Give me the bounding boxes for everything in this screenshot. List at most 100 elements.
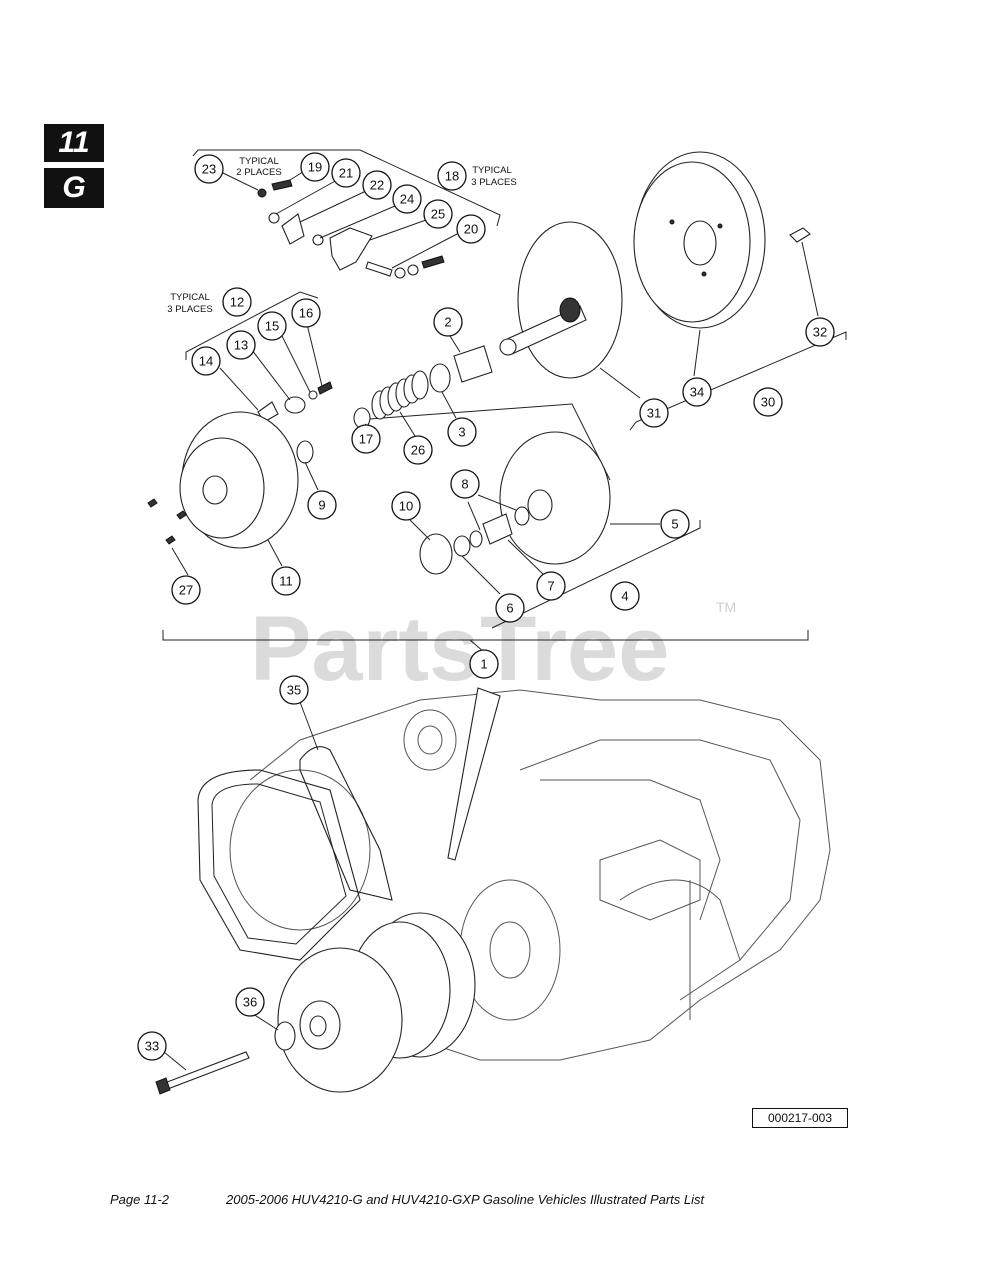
- washer-6: [453, 535, 471, 557]
- washer-10: [419, 533, 453, 575]
- figure-id-label: 000217-003: [752, 1108, 848, 1128]
- bolt-32: [789, 227, 811, 243]
- callout-18: 18: [437, 161, 467, 191]
- chapter-tab: 11: [44, 124, 104, 162]
- svg-text:23: 23: [202, 162, 216, 177]
- callout-14: 14: [191, 346, 221, 376]
- callout-34: 35: [279, 675, 309, 705]
- svg-text:11: 11: [279, 574, 293, 589]
- bushing-13: [284, 396, 306, 414]
- washer-21: [268, 212, 280, 224]
- spider-3: [429, 363, 451, 393]
- svg-text:2: 2: [444, 315, 451, 330]
- svg-text:14: 14: [199, 354, 213, 369]
- svg-text:26: 26: [411, 443, 425, 458]
- svg-text:24: 24: [400, 192, 414, 207]
- callout-6: 6: [495, 593, 525, 623]
- svg-text:21: 21: [339, 166, 353, 181]
- bushing-7: [482, 513, 513, 545]
- weight-arm-25: [329, 227, 373, 271]
- svg-text:31: 31: [647, 406, 661, 421]
- callout-1: 1: [469, 649, 499, 679]
- svg-text:7: 7: [547, 579, 554, 594]
- footer-page-number: Page 11-2: [110, 1192, 170, 1207]
- section-tab: G: [44, 168, 104, 208]
- spring-26: [371, 370, 429, 420]
- engine-assembly: [229, 689, 831, 1061]
- callout-31: 31: [639, 398, 669, 428]
- callout-15: 15: [257, 311, 287, 341]
- svg-text:27: 27: [179, 583, 193, 598]
- svg-text:19: 19: [308, 160, 322, 175]
- callout-32: 32: [805, 317, 835, 347]
- svg-text:15: 15: [265, 319, 279, 334]
- callout-22: 22: [362, 170, 392, 200]
- svg-text:12: 12: [230, 295, 244, 310]
- callout-11: 11: [271, 566, 301, 596]
- svg-text:17: 17: [359, 432, 373, 447]
- callout-16: 16: [291, 298, 321, 328]
- callout-36: 36: [235, 987, 265, 1017]
- washer-23: [257, 188, 267, 198]
- pin-24: [365, 261, 393, 277]
- svg-text:5: 5: [671, 517, 678, 532]
- washer-15: [308, 390, 318, 400]
- svg-text:25: 25: [431, 207, 445, 222]
- callout-17: 17: [351, 424, 381, 454]
- note-typical-c: TYPICAL: [170, 292, 210, 303]
- svg-text:3: 3: [458, 425, 465, 440]
- bracket-1: [162, 630, 809, 641]
- callout-7: 7: [536, 571, 566, 601]
- callout-2: 2: [433, 307, 463, 337]
- svg-text:9: 9: [318, 498, 325, 513]
- svg-text:18: 18: [445, 169, 459, 184]
- callout-23: 23: [194, 154, 224, 184]
- bracket-3: [355, 403, 611, 481]
- assembly-arrow: [447, 687, 501, 861]
- watermark-tm: TM: [716, 599, 736, 615]
- bracket-18: [192, 149, 501, 227]
- bolt-19: [271, 179, 293, 191]
- callout-10: 10: [391, 491, 421, 521]
- callout-20: 20: [456, 214, 486, 244]
- callout-13: 13: [226, 330, 256, 360]
- leader-lines: [163, 169, 819, 1071]
- bolt-35: [161, 1051, 250, 1091]
- callout-5: 5: [660, 509, 690, 539]
- callout-35: 33: [137, 1031, 167, 1061]
- svg-text:16: 16: [299, 306, 313, 321]
- note-3-places-b: 3 PLACES: [167, 304, 212, 315]
- belt-34: [197, 746, 393, 961]
- screw-16: [317, 381, 333, 395]
- bracket-12: [185, 291, 319, 360]
- svg-text:32: 32: [813, 325, 827, 340]
- callout-19: 19: [300, 152, 330, 182]
- washer-8: [514, 506, 530, 526]
- svg-text:20: 20: [464, 222, 478, 237]
- callout-30: 30: [753, 387, 783, 417]
- svg-text:13: 13: [234, 338, 248, 353]
- callout-9: 9: [307, 490, 337, 520]
- callout-8: 8: [450, 469, 480, 499]
- svg-text:10: 10: [399, 499, 413, 514]
- callout-3: 3: [447, 417, 477, 447]
- svg-text:30: 30: [761, 395, 775, 410]
- weight-22: [281, 213, 305, 245]
- note-typical-b: TYPICAL: [472, 165, 512, 176]
- washer-36: [274, 1021, 296, 1051]
- callout-4: 4: [610, 581, 640, 611]
- callout-33: 34: [682, 377, 712, 407]
- callout-24: 24: [392, 184, 422, 214]
- screw-27: [147, 498, 158, 508]
- ring-9: [296, 440, 314, 464]
- callout-26: 26: [403, 435, 433, 465]
- note-typical-a: TYPICAL: [239, 156, 279, 167]
- bracket-30: [629, 331, 847, 431]
- footer-title: 2005-2006 HUV4210-G and HUV4210-GXP Gaso…: [226, 1192, 705, 1207]
- cover-5: [499, 431, 611, 565]
- callout-27: 27: [171, 575, 201, 605]
- svg-text:35: 35: [287, 683, 301, 698]
- callout-12: 12: [222, 287, 252, 317]
- svg-text:36: 36: [243, 995, 257, 1010]
